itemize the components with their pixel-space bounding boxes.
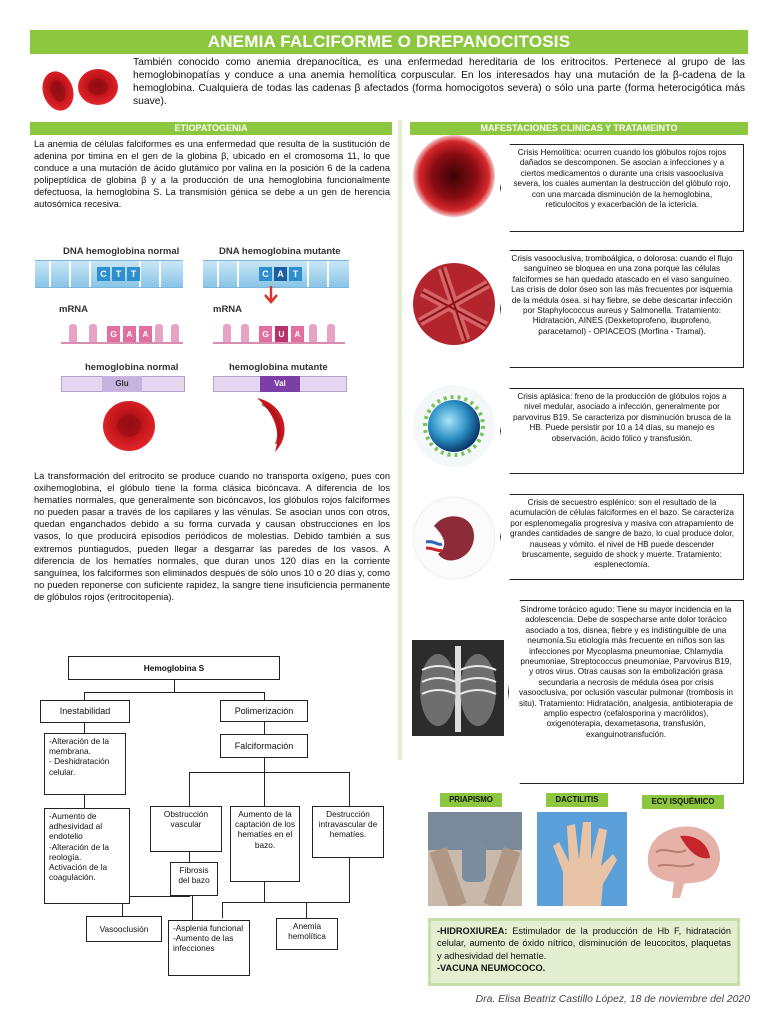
flow-hemoglobina-s: Hemoglobina S	[68, 656, 280, 680]
ecv-brain-image	[636, 812, 730, 906]
dna-mutant-codon: A	[274, 267, 287, 281]
gene-mutation-diagram: DNA hemoglobina normal DNA hemoglobina m…	[35, 238, 349, 453]
hidroxiurea-label: -HIDROXIUREA:	[437, 926, 508, 936]
author-signature: Dra. Elisa Beatriz Castillo López, 18 de…	[475, 994, 750, 1005]
dna-mutant-label: DNA hemoglobina mutante	[219, 246, 341, 257]
protein-normal-bar: Glu	[61, 376, 185, 392]
vasoocclusion-image	[413, 263, 495, 345]
flow-obstruccion: Obstrucción vascular	[150, 806, 222, 852]
flow-adhesividad: -Aumento de adhesividad al endotelio -Al…	[44, 808, 130, 904]
protein-mutant-bar: Val	[213, 376, 347, 392]
priapismo-photo	[428, 812, 522, 906]
column-divider	[398, 120, 402, 760]
flow-polimerizacion: Polimerización	[220, 700, 308, 722]
flow-membrana: -Alteración de la membrana. - Deshidrata…	[44, 733, 126, 795]
ecv-isquemico-tag: ECV ISQUÉMICO	[642, 795, 724, 809]
dna-mutant-codon: C	[259, 267, 272, 281]
dna-normal-codon: C	[97, 267, 110, 281]
flow-captacion: Aumento de la captación de los hematíes …	[230, 806, 300, 882]
mrna-normal-base: A	[123, 326, 136, 342]
treatment-box: -HIDROXIUREA: Estimulador de la producci…	[428, 918, 740, 986]
hidroxiurea-text: Estimulador de la producción de Hb F, hi…	[437, 926, 731, 961]
dna-mutant-strip: C A T	[203, 260, 349, 288]
manifestations-heading: MAFESTACIONES CLINICAS Y TRATAMEINTO	[410, 122, 748, 135]
mrna-mutant-base: G	[259, 326, 272, 342]
page-title: ANEMIA FALCIFORME O DREPANOCITOSIS	[30, 30, 748, 54]
flow-anemia-hemolitica: Anemia hemolítica	[276, 918, 338, 950]
priapismo-tag: PRIAPISMO	[440, 793, 502, 807]
dna-normal-codon: T	[112, 267, 125, 281]
mrna-label: mRNA	[59, 304, 89, 315]
flow-vasooclusion: Vasooclusión	[86, 916, 162, 942]
flow-destruccion: Destrucción intravascular de hematíes.	[312, 806, 384, 858]
flow-inestabilidad: Inestabilidad	[40, 700, 130, 723]
mrna-mutant-base: U	[275, 326, 288, 342]
crisis-hemolitica-box: Crisis Hemolítica: ocurren cuando los gl…	[500, 144, 744, 232]
crisis-secuestro-box: Crisis de secuestro esplénico: son el re…	[500, 494, 744, 580]
etiopatogenia-paragraph: La anemia de células falciformes es una …	[34, 139, 390, 210]
vacuna-label: -VACUNA NEUMOCOCO.	[437, 962, 546, 973]
flow-fibrosis: Fibrosis del bazo	[170, 862, 218, 896]
crisis-aplasica-box: Crisis aplásica: freno de la producción …	[500, 388, 744, 474]
hemolysis-cell-image	[413, 135, 495, 217]
dna-normal-label: DNA hemoglobina normal	[63, 246, 180, 257]
parvovirus-image	[413, 385, 495, 467]
crisis-vasooclusiva-box: Crisis vasooclusiva, tromboálgica, o dol…	[500, 250, 744, 368]
dna-normal-strip: C T T	[35, 260, 183, 288]
spleen-image	[412, 496, 496, 580]
etiopatogenia-heading: ETIOPATOGENIA	[30, 122, 392, 135]
hb-mutant-label: hemoglobina mutante	[229, 362, 328, 373]
dna-normal-codon: T	[127, 267, 140, 281]
flow-falciformacion: Falciformación	[220, 734, 308, 758]
mutation-arrow-icon	[264, 286, 278, 304]
aa-normal: Glu	[102, 376, 142, 392]
dna-mutant-codon: T	[289, 267, 302, 281]
hb-normal-label: hemoglobina normal	[85, 362, 179, 373]
red-blood-cells-image	[42, 69, 118, 111]
dactilitis-tag: DACTILITIS	[546, 793, 608, 807]
chest-xray-image	[412, 640, 504, 736]
normal-red-cell-image	[103, 401, 155, 451]
sindrome-toracico-box: Síndrome torácico agudo: Tiene su mayor …	[508, 600, 744, 784]
transformation-paragraph: La transformación del eritrocito se prod…	[34, 471, 390, 602]
mrna-label: mRNA	[213, 304, 243, 315]
mrna-mutant-base: A	[291, 326, 304, 342]
intro-paragraph: También conocido como anemia drepanocíti…	[133, 57, 745, 108]
dactilitis-photo	[537, 812, 627, 906]
mrna-normal-base: G	[107, 326, 120, 342]
aa-mutant: Val	[260, 376, 300, 392]
sickle-cell-image	[257, 398, 285, 452]
flow-asplenia: -Asplenia funcional -Aumento de las infe…	[168, 920, 250, 976]
mrna-normal-base: A	[139, 326, 152, 342]
